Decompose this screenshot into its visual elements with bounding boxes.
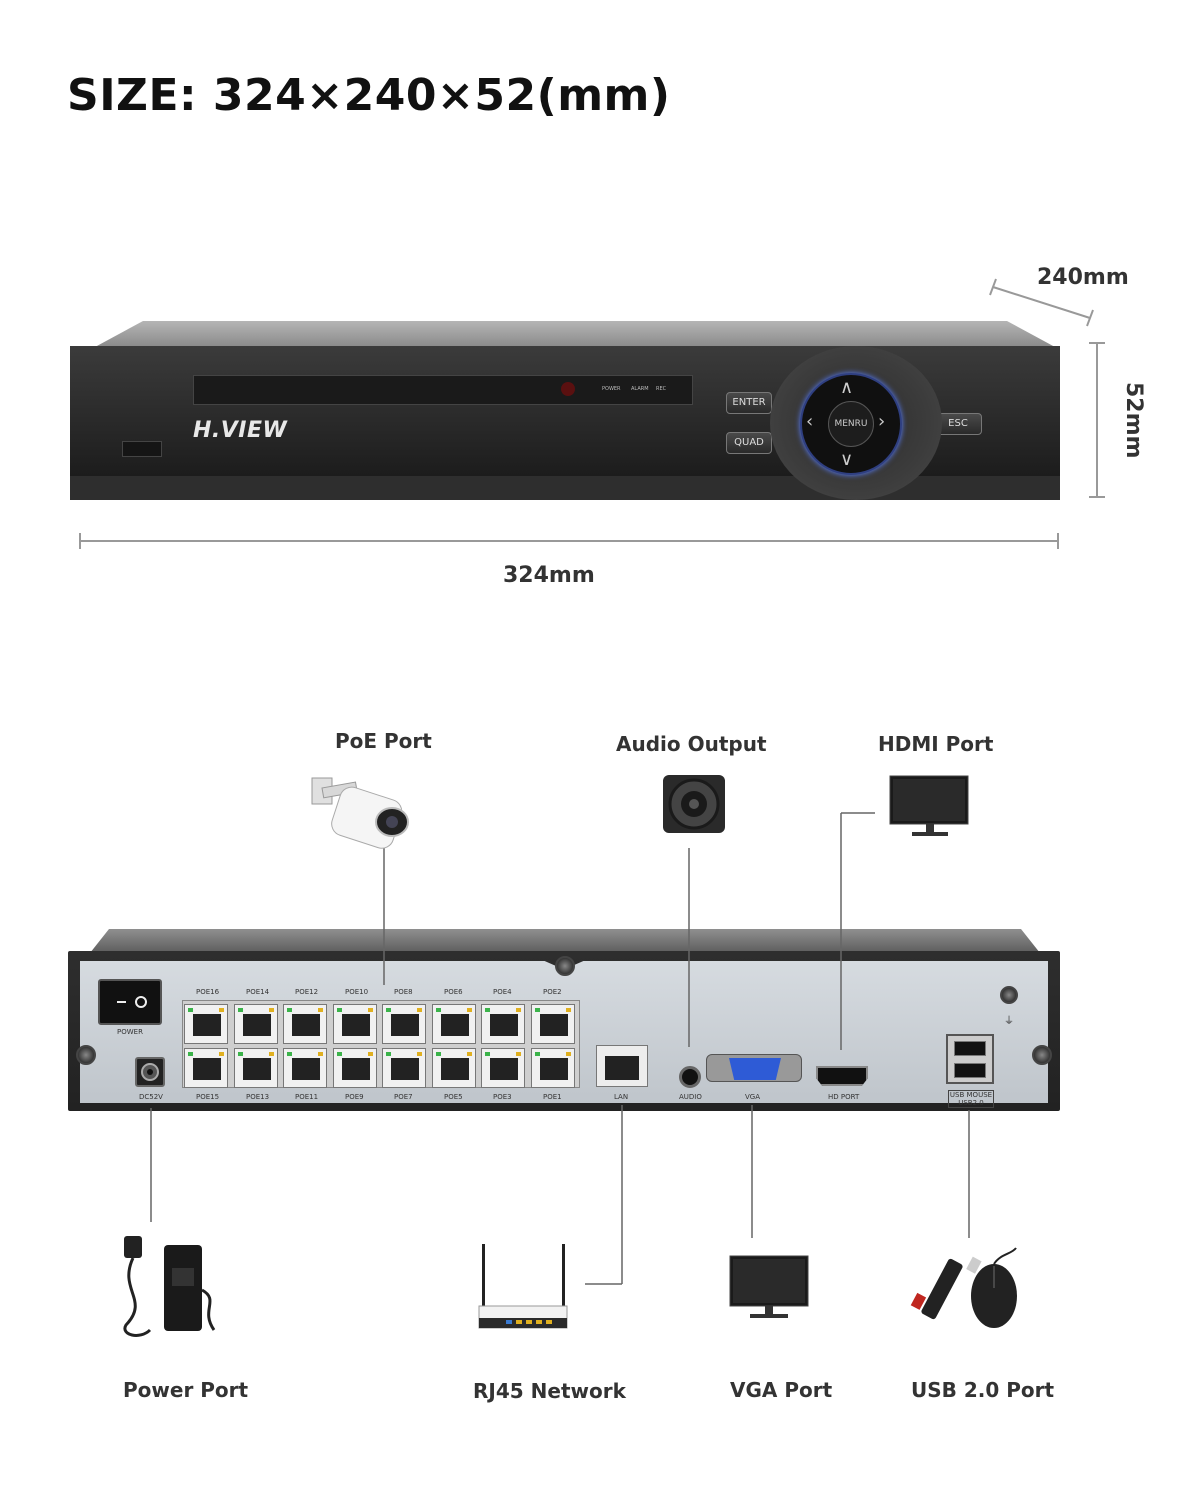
- poe-label-top: POE14: [246, 988, 270, 996]
- poe-port-bottom[interactable]: [382, 1048, 426, 1088]
- poe-label-top: POE12: [295, 988, 319, 996]
- arrow-up-icon[interactable]: ∧: [840, 377, 854, 398]
- usb-label: USB MOUSE USB2.0: [948, 1090, 994, 1108]
- screw-icon: [555, 956, 575, 976]
- poe-label-bottom: POE1: [543, 1093, 562, 1101]
- poe-port-bottom[interactable]: [184, 1048, 228, 1088]
- enter-button[interactable]: ENTER: [726, 392, 772, 414]
- brand-logo: H.VIEW: [193, 418, 288, 443]
- poe-label-bottom: POE7: [394, 1093, 413, 1101]
- poe-label-bottom: POE15: [196, 1093, 220, 1101]
- poe-port-top[interactable]: [531, 1004, 575, 1044]
- power-switch-label: POWER: [117, 1028, 143, 1036]
- poe-port-top[interactable]: [481, 1004, 525, 1044]
- power-adapter-icon: [123, 1236, 216, 1337]
- device-diagram: [123, 775, 1017, 1337]
- arrow-left-icon[interactable]: ‹: [806, 411, 814, 432]
- depth-dimension: 240mm: [1037, 265, 1129, 290]
- poe-label-top: POE4: [493, 988, 512, 996]
- led-label-rec: REC: [656, 386, 667, 392]
- lan-label: LAN: [614, 1093, 629, 1101]
- poe-port-top[interactable]: [432, 1004, 476, 1044]
- poe-port-bottom[interactable]: [283, 1048, 327, 1088]
- led-label-alarm: ALARM: [631, 386, 649, 392]
- poe-port-top[interactable]: [382, 1004, 426, 1044]
- vga-monitor-icon: [729, 1255, 809, 1318]
- quad-button[interactable]: QUAD: [726, 432, 772, 454]
- hdmi-label: HD PORT: [828, 1093, 860, 1101]
- ground-symbol-icon: ⏚: [1004, 1016, 1014, 1027]
- connector-lines: [150, 812, 970, 1285]
- audio-jack[interactable]: [679, 1066, 701, 1088]
- page-title: SIZE: 324×240×52(mm): [67, 70, 671, 121]
- poe-label-top: POE2: [543, 988, 562, 996]
- poe-port-bottom[interactable]: [481, 1048, 525, 1088]
- bullet-camera-icon: [311, 777, 409, 849]
- poe-label-top: POE16: [196, 988, 220, 996]
- usb-port-stack[interactable]: [946, 1034, 994, 1084]
- poe-label-top: POE8: [394, 988, 413, 996]
- vga-connector[interactable]: [706, 1054, 802, 1082]
- poe-port-top[interactable]: [333, 1004, 377, 1044]
- hdmi-port-label: HDMI Port: [878, 732, 994, 756]
- dc-power-jack[interactable]: [135, 1057, 165, 1087]
- poe-port-top[interactable]: [283, 1004, 327, 1044]
- dc-jack-label: DC52V: [139, 1093, 163, 1101]
- usb-port-label: USB 2.0 Port: [911, 1378, 1055, 1402]
- width-dimension: 324mm: [503, 563, 595, 588]
- poe-label-bottom: POE11: [295, 1093, 319, 1101]
- poe-port-bottom[interactable]: [432, 1048, 476, 1088]
- lan-port[interactable]: [596, 1045, 648, 1087]
- vga-label: VGA: [745, 1093, 761, 1101]
- poe-port-top[interactable]: [184, 1004, 228, 1044]
- dimension-lines: [79, 278, 1105, 549]
- height-dimension: 52mm: [1121, 382, 1146, 459]
- poe-label-bottom: POE13: [246, 1093, 270, 1101]
- usb-label-line2: USB2.0: [958, 1099, 984, 1107]
- poe-port-bottom[interactable]: [333, 1048, 377, 1088]
- power-switch[interactable]: [98, 979, 162, 1025]
- poe-label-bottom: POE5: [444, 1093, 463, 1101]
- front-usb-slot: [122, 441, 162, 457]
- arrow-down-icon[interactable]: ∨: [840, 449, 854, 470]
- speaker-icon: [663, 775, 725, 833]
- poe-label-top: POE6: [444, 988, 463, 996]
- front-chassis-top: [95, 321, 1055, 347]
- arrow-right-icon[interactable]: ›: [878, 411, 886, 432]
- router-icon: [478, 1244, 568, 1329]
- rj45-network-label: RJ45 Network: [473, 1379, 626, 1403]
- ground-screw-icon: [1000, 986, 1018, 1004]
- poe-port-label: PoE Port: [335, 729, 432, 753]
- hdmi-monitor-icon: [889, 775, 969, 836]
- poe-label-bottom: POE9: [345, 1093, 364, 1101]
- esc-button[interactable]: ESC: [934, 413, 982, 435]
- poe-label-bottom: POE3: [493, 1093, 512, 1101]
- poe-port-top[interactable]: [234, 1004, 278, 1044]
- front-display-window: [193, 375, 693, 405]
- led-label-power: POWER: [602, 386, 621, 392]
- screw-icon: [1032, 1045, 1052, 1065]
- poe-port-bottom[interactable]: [234, 1048, 278, 1088]
- usb-label-line1: USB MOUSE: [949, 1091, 993, 1099]
- poe-label-top: POE10: [345, 988, 369, 996]
- usb-mouse-icon: [910, 1247, 1017, 1328]
- audio-label: AUDIO: [679, 1093, 702, 1101]
- power-port-label: Power Port: [123, 1378, 249, 1402]
- vga-port-label: VGA Port: [730, 1378, 833, 1402]
- back-chassis-top: [90, 929, 1040, 953]
- audio-output-label: Audio Output: [616, 732, 767, 756]
- menu-button[interactable]: MENRU: [828, 401, 874, 447]
- ir-sensor-icon: [561, 382, 575, 396]
- poe-port-bottom[interactable]: [531, 1048, 575, 1088]
- screw-icon: [76, 1045, 96, 1065]
- hdmi-connector[interactable]: [816, 1066, 868, 1086]
